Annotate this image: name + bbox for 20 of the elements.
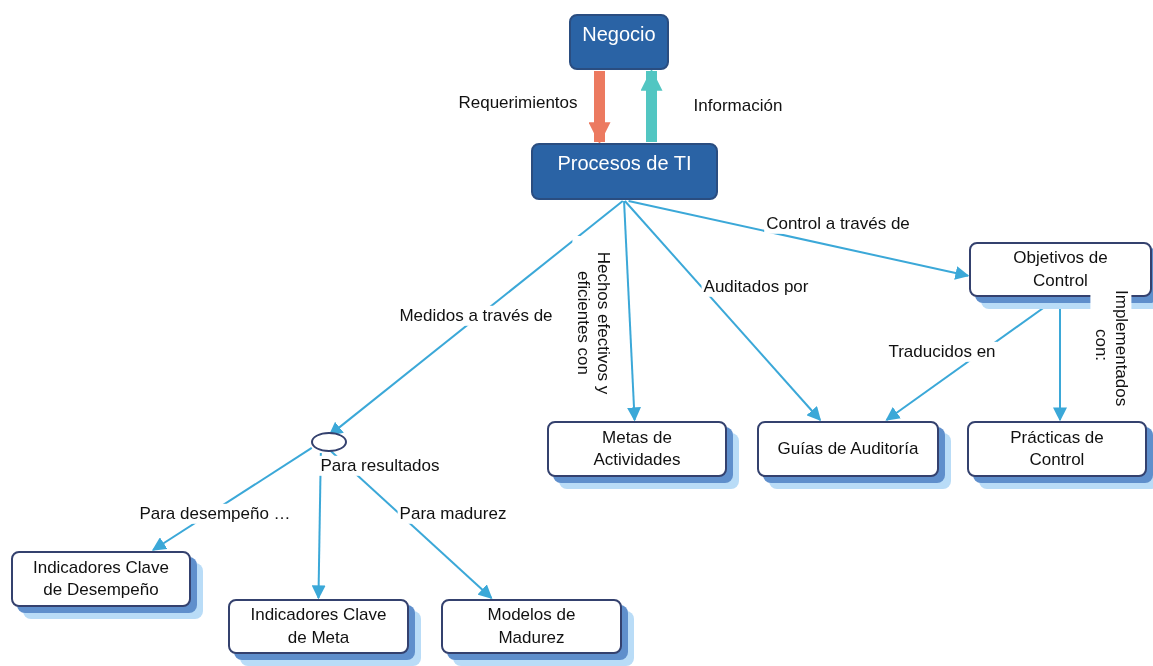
edge-label: Traducidos en (886, 341, 998, 363)
arrow (623, 200, 822, 422)
node-label: Negocio (582, 22, 656, 47)
block-arrow (588, 71, 611, 145)
junction-circle (311, 432, 347, 452)
process-box (531, 143, 718, 200)
node-label: Modelos de Madurez (486, 604, 577, 649)
edge-label: Medidos a través de (397, 305, 555, 327)
process-box (569, 14, 669, 70)
arrow (627, 200, 970, 280)
arrow (623, 200, 641, 422)
arrow (311, 452, 326, 600)
block-arrow (640, 68, 663, 142)
node-label: Metas de Actividades (592, 426, 682, 471)
node-label: Indicadores Clave de Desempeño (31, 556, 171, 601)
node-label: Prácticas de Control (1009, 426, 1105, 471)
node-label: Indicadores Clave de Meta (249, 604, 388, 649)
node-label: Procesos de TI (557, 151, 692, 176)
edge-label: Para resultados (318, 455, 442, 477)
node-label: Guías de Auditoría (777, 437, 919, 460)
